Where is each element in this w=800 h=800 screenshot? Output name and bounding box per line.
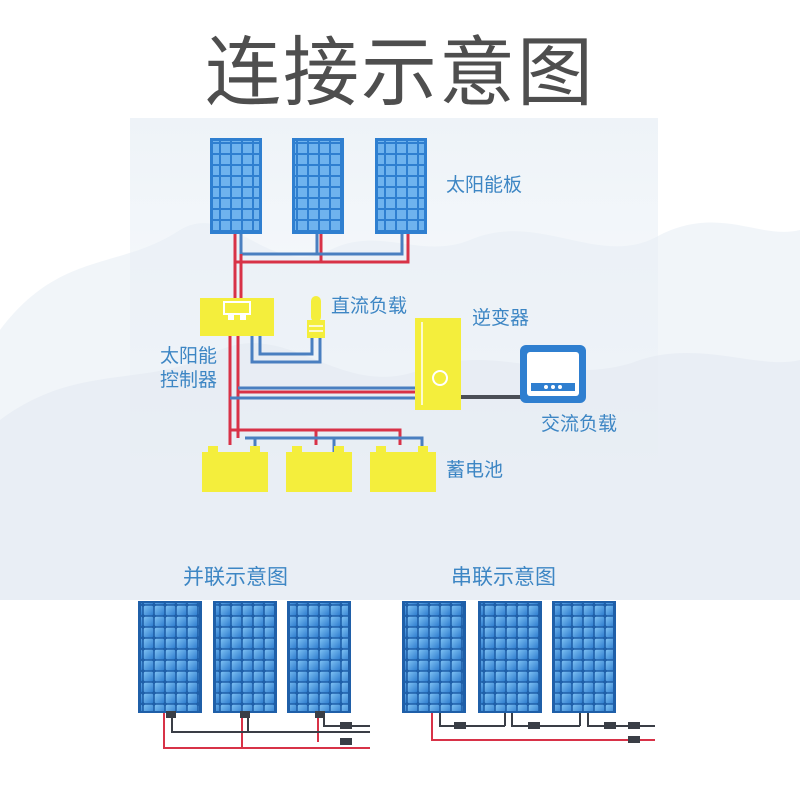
ac-load-label: 交流负载: [541, 413, 618, 435]
battery-label: 蓄电池: [446, 459, 504, 481]
solar-panel: [478, 601, 542, 713]
series-diagram: [402, 601, 655, 743]
battery: [202, 446, 268, 492]
panel-to-controller-wire: [233, 254, 243, 300]
panel-bus-red: [233, 232, 410, 264]
inverter: [415, 318, 461, 410]
parallel-diagram: [138, 601, 370, 749]
dc-load-label: 直流负载: [331, 295, 408, 317]
solar-panel: [210, 138, 262, 234]
battery-to-inverter-wire: [230, 386, 415, 400]
top-wiring: [228, 232, 522, 452]
solar-panel: [292, 138, 344, 234]
series-wiring: [431, 713, 655, 743]
solar-panel: [138, 601, 202, 713]
solar-panel: [375, 138, 427, 234]
controller-to-battery-wire: [228, 334, 240, 438]
battery: [370, 446, 436, 492]
solar-controller: [200, 298, 274, 336]
controller-label-line2: 控制器: [160, 369, 218, 391]
ac-load-tv: [520, 345, 586, 403]
inverter-label: 逆变器: [472, 307, 530, 329]
controller-to-dcload-wire: [250, 334, 322, 364]
solar-panel: [402, 601, 466, 713]
solar-panel: [213, 601, 277, 713]
panel-bus-blue: [239, 232, 404, 256]
dc-load-bulb: [307, 296, 325, 338]
parallel-title: 并联示意图: [183, 565, 288, 589]
solar-panel-label: 太阳能板: [446, 174, 523, 196]
solar-panel: [552, 601, 616, 713]
controller-label-line1: 太阳能: [160, 345, 218, 367]
parallel-wiring: [163, 711, 370, 749]
solar-panel: [287, 601, 351, 713]
page-title: 连接示意图: [205, 28, 595, 117]
series-title: 串联示意图: [451, 565, 556, 589]
battery: [286, 446, 352, 492]
